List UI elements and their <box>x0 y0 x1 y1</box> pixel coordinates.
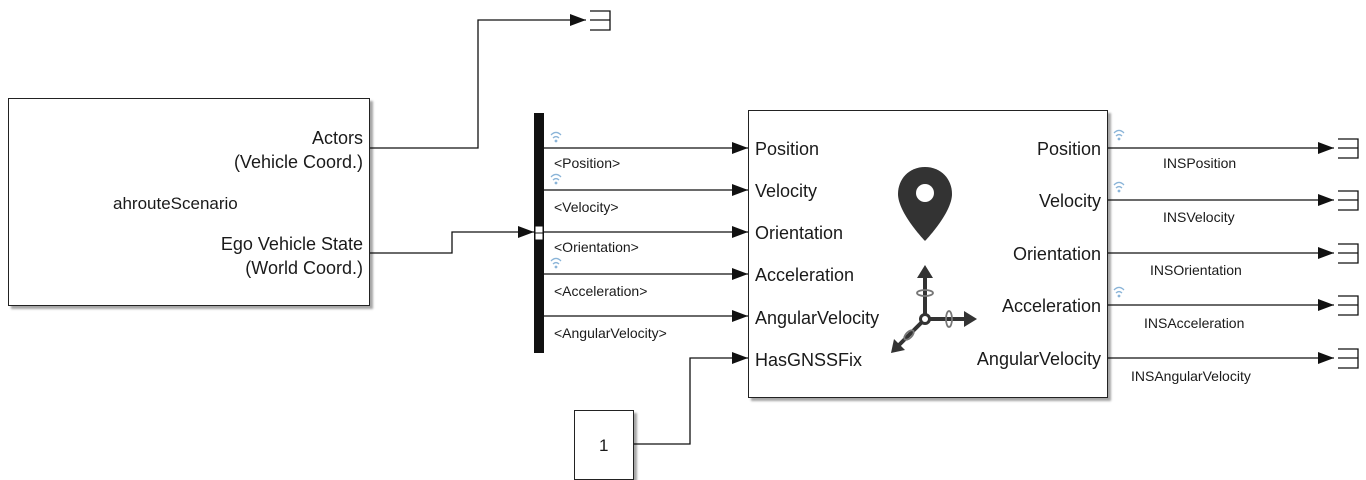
signal-label-insangularvelocity[interactable]: INSAngularVelocity <box>1131 368 1251 384</box>
ins-input-angularvelocity: AngularVelocity <box>755 308 880 328</box>
signal-log-icon <box>550 173 562 185</box>
port-actors-sublabel: (Vehicle Coord.) <box>233 152 363 172</box>
signal-label-acceleration[interactable]: <Acceleration> <box>554 283 648 299</box>
port-ego-label: Ego Vehicle State <box>220 234 363 254</box>
constant-block[interactable]: 1 <box>574 410 634 480</box>
wire-actors[interactable] <box>370 14 586 149</box>
signal-label-insvelocity[interactable]: INSVelocity <box>1163 209 1235 225</box>
ins-input-velocity: Velocity <box>755 181 818 201</box>
signal-label-orientation[interactable]: <Orientation> <box>554 239 639 255</box>
ins-output-position: Position <box>1036 139 1101 159</box>
port-ego-sublabel: (World Coord.) <box>245 258 363 278</box>
signal-label-position[interactable]: <Position> <box>554 155 621 171</box>
signal-log-icon <box>1113 129 1125 141</box>
signal-log-icon <box>1113 286 1125 298</box>
ins-output-velocity: Velocity <box>1038 191 1101 211</box>
ins-output-orientation: Orientation <box>1012 244 1101 264</box>
signal-label-angularvelocity[interactable]: <AngularVelocity> <box>554 325 667 341</box>
signal-label-insposition[interactable]: INSPosition <box>1163 155 1237 171</box>
wire-gnssfix[interactable] <box>634 352 748 445</box>
ins-block[interactable]: Position Velocity Orientation Accelerati… <box>748 110 1108 398</box>
signal-label-insorientation[interactable]: INSOrientation <box>1150 262 1242 278</box>
ins-output-acceleration: Acceleration <box>1001 296 1101 316</box>
port-actors-label: Actors <box>311 128 363 148</box>
signal-log-icon <box>550 257 562 269</box>
terminator-insacceleration[interactable] <box>1338 295 1359 316</box>
ins-input-position: Position <box>755 139 820 159</box>
terminator-actors[interactable] <box>590 10 611 31</box>
ins-input-orientation: Orientation <box>755 223 844 243</box>
constant-value: 1 <box>599 436 609 455</box>
terminator-insposition[interactable] <box>1338 138 1359 159</box>
wire-ego-state[interactable] <box>370 226 534 254</box>
terminator-insorientation[interactable] <box>1338 243 1359 264</box>
scenario-block[interactable]: Actors (Vehicle Coord.) ahrouteScenario … <box>8 98 370 306</box>
scenario-block-name: ahrouteScenario <box>113 194 238 213</box>
signal-log-icon <box>550 131 562 143</box>
ins-output-angularvelocity: AngularVelocity <box>976 349 1101 369</box>
terminator-insangularvelocity[interactable] <box>1338 348 1359 369</box>
ins-input-acceleration: Acceleration <box>755 265 855 285</box>
axes-rotation-icon <box>891 265 977 353</box>
signal-log-icon <box>1113 181 1125 193</box>
ins-input-hasgnssfix: HasGNSSFix <box>755 350 863 370</box>
location-pin-icon <box>898 167 952 241</box>
signal-label-velocity[interactable]: <Velocity> <box>554 199 619 215</box>
signal-label-insacceleration[interactable]: INSAcceleration <box>1144 315 1245 331</box>
terminator-insvelocity[interactable] <box>1338 190 1359 211</box>
